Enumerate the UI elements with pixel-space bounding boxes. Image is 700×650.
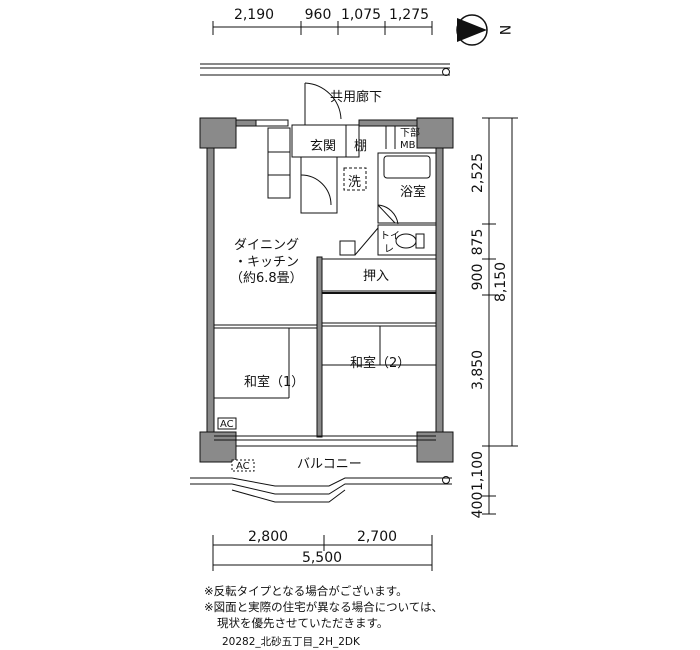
bottom-dimension-line [212, 535, 433, 571]
meter-box [385, 126, 396, 149]
right-dim-5: 1,100 [470, 451, 486, 491]
bottom-dim-1: 2,800 [248, 529, 288, 545]
dining-label-1: ダイニング [234, 238, 299, 253]
notes: ※反転タイプとなる場合がございます。 ※図面と実際の住宅が異なる場合については、… [204, 583, 443, 631]
toilet [339, 224, 437, 256]
note-2: ※図面と実際の住宅が異なる場合については、 [204, 600, 444, 614]
bathroom-label: 浴室 [400, 184, 426, 200]
toilet-label-2: レ [384, 244, 394, 255]
ac-unit-indoor [217, 417, 237, 430]
dining-label-2: ・キッチン [234, 255, 299, 270]
washitsu2-label: 和室（2） [350, 355, 410, 371]
right-dim-2: 875 [470, 229, 486, 256]
top-dim-4: 1,275 [389, 7, 429, 23]
ac-label-2: AC [236, 461, 250, 472]
interior-walls [214, 256, 436, 447]
top-dim-2: 960 [305, 7, 332, 23]
entrance-door [267, 82, 360, 214]
entrance-label: 玄関 [310, 139, 336, 154]
note-3: 現状を優先させていただきます。 [217, 616, 389, 630]
meter-box-label-2: MB [400, 140, 416, 151]
right-dim-6: 400 [470, 492, 486, 519]
balcony [190, 476, 452, 503]
meter-box-label-1: 下部 [400, 126, 420, 139]
top-dim-3: 1,075 [341, 7, 381, 23]
compass-icon [456, 14, 488, 46]
bathroom [377, 152, 437, 225]
toilet-label-1: トイ [380, 231, 400, 242]
top-dim-1: 2,190 [234, 7, 274, 23]
outer-walls [199, 117, 454, 463]
right-dim-1: 2,525 [470, 153, 486, 193]
corridor-label: 共用廊下 [330, 89, 382, 105]
compass-north-label: N [496, 25, 512, 35]
right-dimension-line [482, 117, 518, 515]
washer-label: 洗 [348, 175, 361, 190]
right-dim-total: 8,150 [493, 262, 509, 302]
balcony-label: バルコニー [297, 457, 362, 472]
corridor-rails [200, 63, 450, 76]
right-dim-3: 900 [470, 264, 486, 291]
note-1: ※反転タイプとなる場合がございます。 [204, 584, 408, 598]
top-dimension-line [212, 21, 433, 35]
bottom-dim-2: 2,700 [357, 529, 397, 545]
bottom-dim-total: 5,500 [302, 550, 342, 566]
closet-label: 押入 [363, 269, 389, 284]
ac-label-1: AC [220, 419, 234, 430]
washitsu1-label: 和室（1） [244, 374, 304, 390]
right-dim-4: 3,850 [470, 350, 486, 390]
washer-space [343, 167, 367, 191]
dining-label-3: （約6.8畳） [230, 271, 303, 286]
shelf-label: 棚 [354, 139, 367, 154]
plan-code: 20282_北砂五丁目_2H_2DK [222, 636, 360, 648]
ac-unit-outdoor [231, 459, 255, 472]
